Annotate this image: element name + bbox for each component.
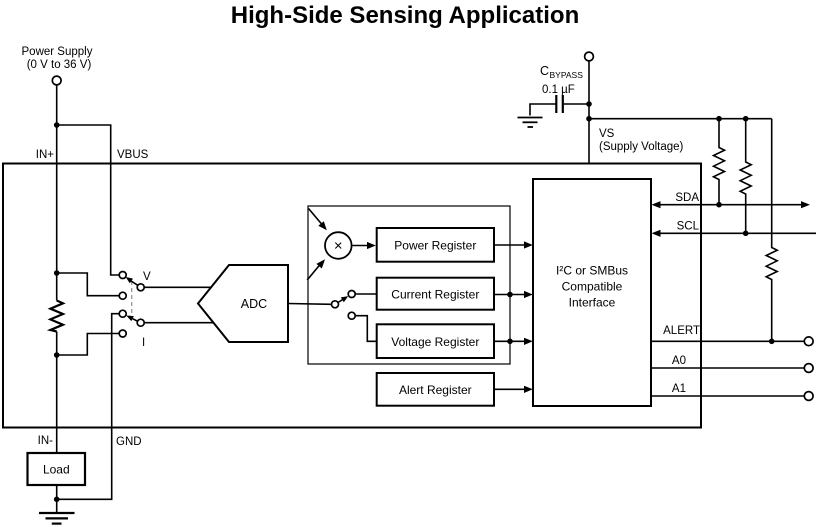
ground-symbol-load	[39, 511, 75, 525]
pullup-resistor-sda	[711, 118, 727, 205]
sda-scl-arrows	[651, 201, 810, 237]
pin-label-in-plus: IN+	[36, 149, 55, 161]
interface-label-line2: Compatible	[562, 280, 623, 294]
register-output-arrows	[524, 241, 533, 393]
voltage-register-block: Voltage Register	[375, 323, 496, 359]
register-select-switch	[330, 289, 357, 321]
bypass-capacitor	[555, 95, 564, 113]
diagram-title: High-Side Sensing Application	[231, 2, 579, 29]
voltage-register-label: Voltage Register	[391, 335, 479, 349]
pin-label-scl: SCL	[677, 221, 700, 233]
power-supply-label-line2: (0 V to 36 V)	[27, 59, 92, 71]
switch-position-i-label: I	[142, 337, 145, 349]
power-supply-label-line1: Power Supply	[22, 46, 93, 58]
current-register-label: Current Register	[391, 288, 479, 302]
switch-position-v-label: V	[143, 271, 151, 283]
junction-dots	[53, 101, 775, 503]
pin-label-a1: A1	[672, 383, 686, 395]
multiplier: ×	[316, 221, 376, 269]
load-label: Load	[43, 463, 70, 477]
input-select-switch: V I	[118, 270, 151, 349]
alert-register-block: Alert Register	[375, 372, 496, 407]
pin-label-gnd: GND	[116, 436, 142, 448]
load-block: Load	[26, 451, 87, 487]
pin-label-alert: ALERT	[663, 325, 700, 337]
power-register-label: Power Register	[394, 239, 476, 253]
current-register-block: Current Register	[375, 276, 496, 311]
labels: Power Supply (0 V to 36 V) IN+ VBUS IN- …	[22, 46, 700, 448]
alert-terminal	[803, 336, 814, 347]
power-register-block: Power Register	[375, 227, 496, 263]
interface-label-line1: I²C or SMBus	[556, 264, 628, 278]
bypass-cap-name: C	[540, 64, 549, 78]
bypass-cap-name-sub: BYPASS	[550, 70, 584, 80]
ground-symbol-bypass	[517, 116, 543, 128]
interface-label-line3: Interface	[569, 296, 616, 310]
adc-label: ADC	[241, 297, 267, 311]
alert-register-label: Alert Register	[399, 383, 472, 397]
pullup-resistor-alert	[764, 118, 780, 342]
pin-label-vbus: VBUS	[117, 149, 149, 161]
pin-label-vs-note: (Supply Voltage)	[599, 141, 684, 153]
shunt-resistor	[46, 299, 66, 333]
multiplier-feedback-loop	[307, 205, 511, 365]
pullup-resistor-scl	[738, 118, 754, 234]
power-supply-terminal	[51, 75, 62, 86]
ic-body-outline	[2, 162, 702, 429]
pin-label-in-minus: IN-	[38, 435, 54, 447]
a1-terminal	[803, 390, 814, 402]
vs-terminal	[583, 51, 595, 62]
pin-label-sda: SDA	[675, 192, 699, 204]
a0-terminal	[803, 362, 814, 374]
adc-block: ADC	[196, 264, 289, 343]
bypass-cap-value: 0.1 µF	[542, 84, 575, 96]
i2c-interface-block: I²C or SMBus Compatible Interface	[532, 178, 652, 407]
multiplier-symbol: ×	[334, 238, 343, 255]
pin-label-vs: VS	[599, 128, 615, 140]
pin-label-a0: A0	[672, 355, 686, 367]
